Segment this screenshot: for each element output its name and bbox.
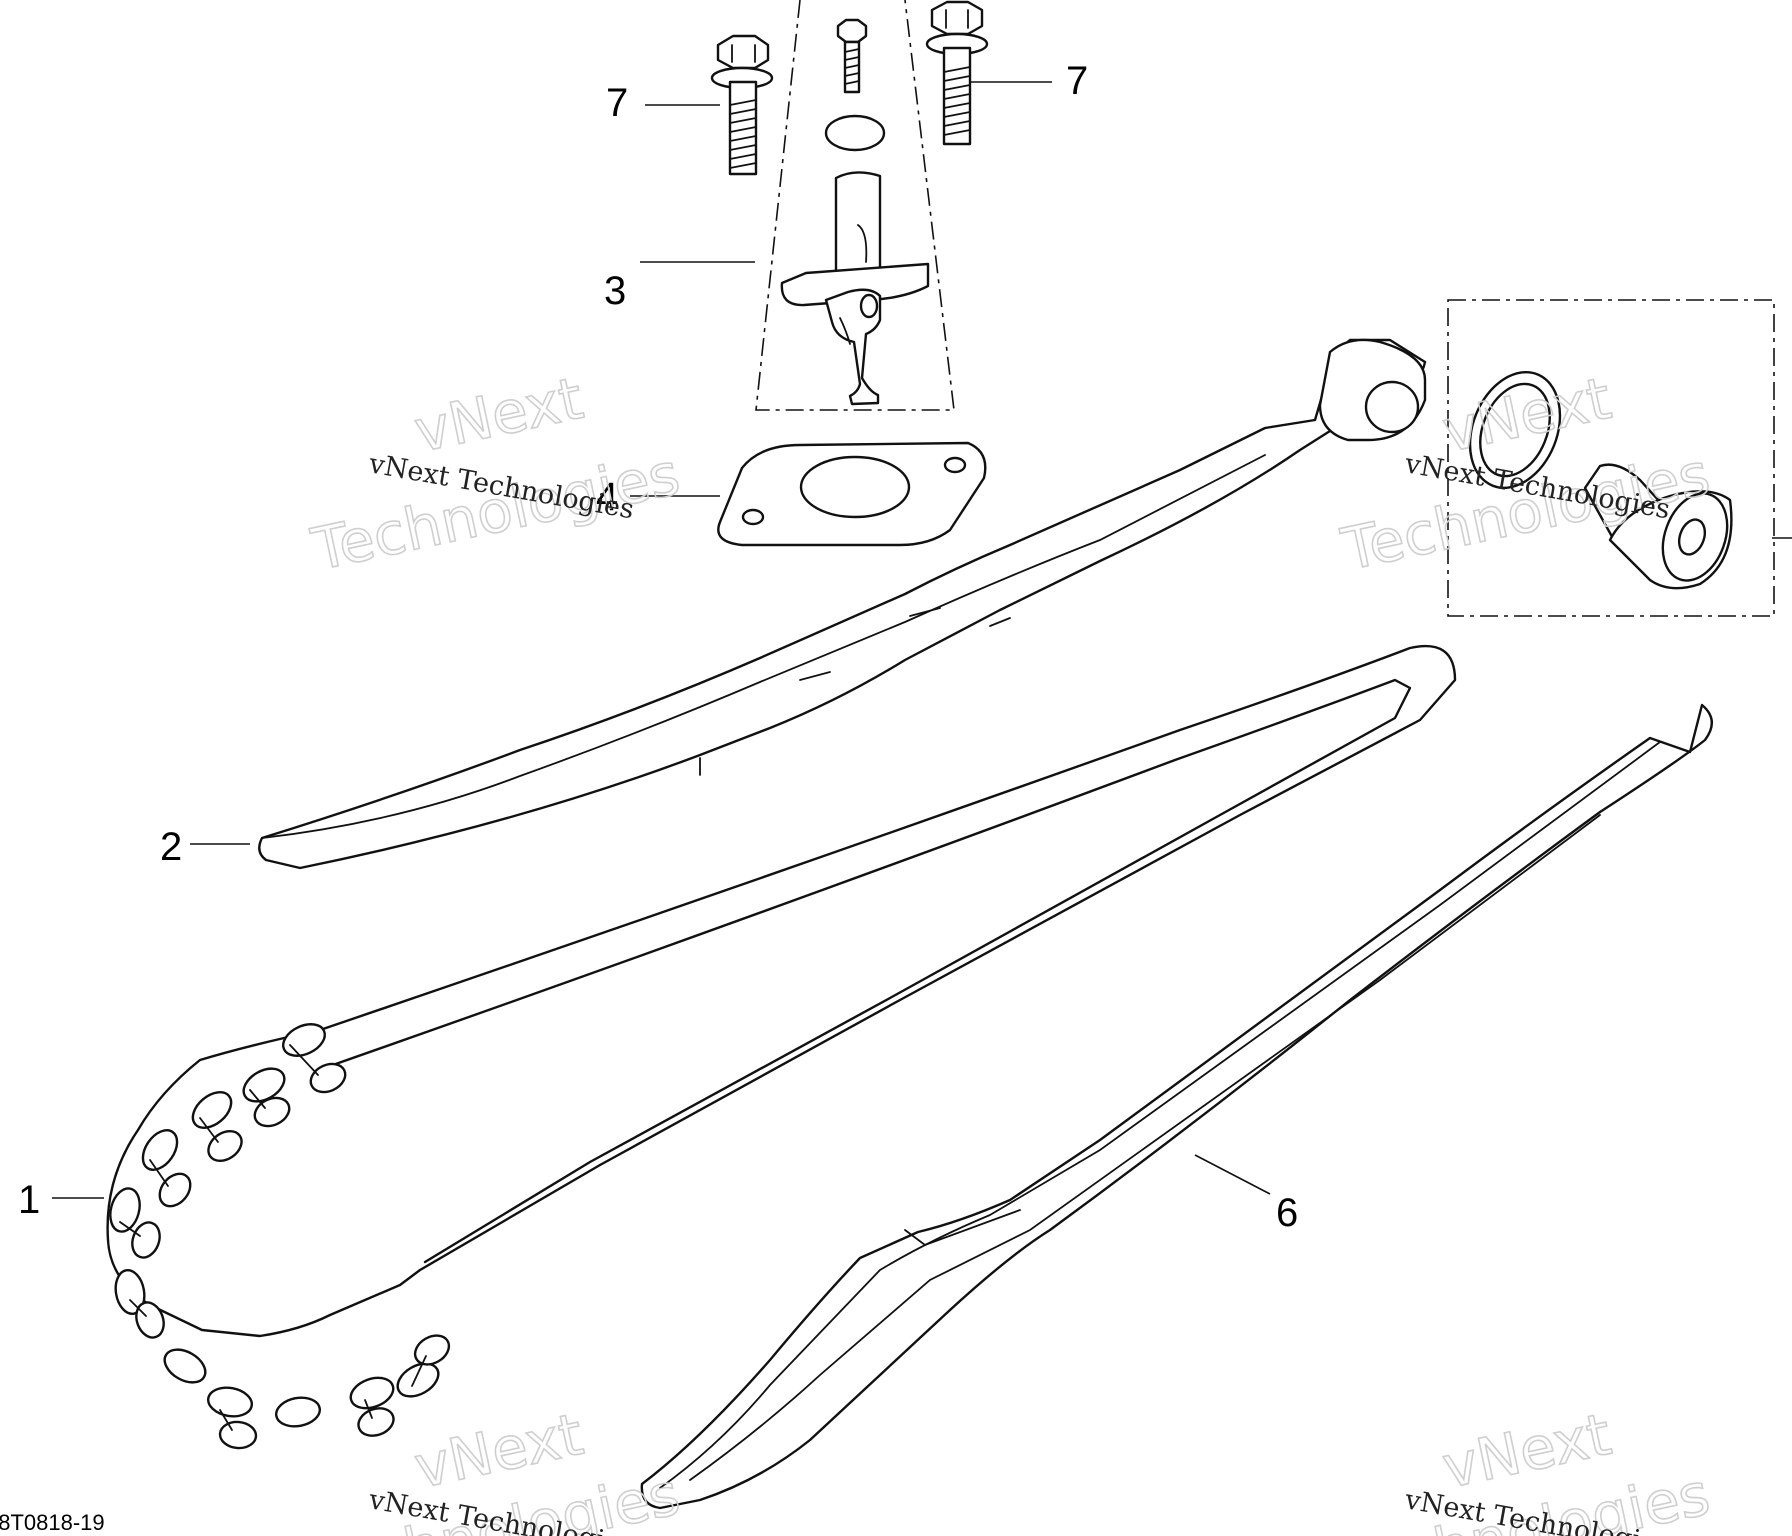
callout-7-left: 7 [606, 81, 628, 125]
callout-7-right: 7 [1066, 59, 1088, 103]
guide-bolt-group-boundary [1447, 299, 1775, 617]
tensioner-plug-screw [836, 18, 868, 94]
watermark-top-left: vNext Technologies vNext Technologies [305, 363, 686, 585]
timing-chain [106, 644, 1457, 1450]
svg-text:vNext: vNext [409, 364, 589, 466]
chain-guide-upper [258, 338, 1427, 870]
guide-bolt [1583, 463, 1733, 590]
watermark-bottom-left: vNext Technologies vNext Technologies [305, 1399, 686, 1536]
callout-4: 4 [596, 475, 618, 519]
callout-6: 6 [1276, 1191, 1298, 1235]
bolt-right [925, 0, 989, 146]
tensioner-group-boundary [755, 0, 955, 411]
watermark-bottom-right: vNext Technologies vNext Technologies [1335, 1399, 1716, 1536]
callout-3: 3 [604, 269, 626, 313]
leader-lines [52, 81, 1792, 1199]
o-ring-small [824, 114, 886, 152]
bolt-left [710, 34, 774, 176]
chain-guide-lower [640, 703, 1713, 1510]
reference-code: 18T0818-19 [0, 1510, 105, 1535]
callout-2: 2 [160, 825, 182, 869]
callout-1: 1 [18, 1178, 40, 1222]
tensioner-gasket [717, 441, 987, 547]
guide-bolt-washer [1468, 370, 1562, 490]
chain-tensioner [780, 171, 930, 406]
